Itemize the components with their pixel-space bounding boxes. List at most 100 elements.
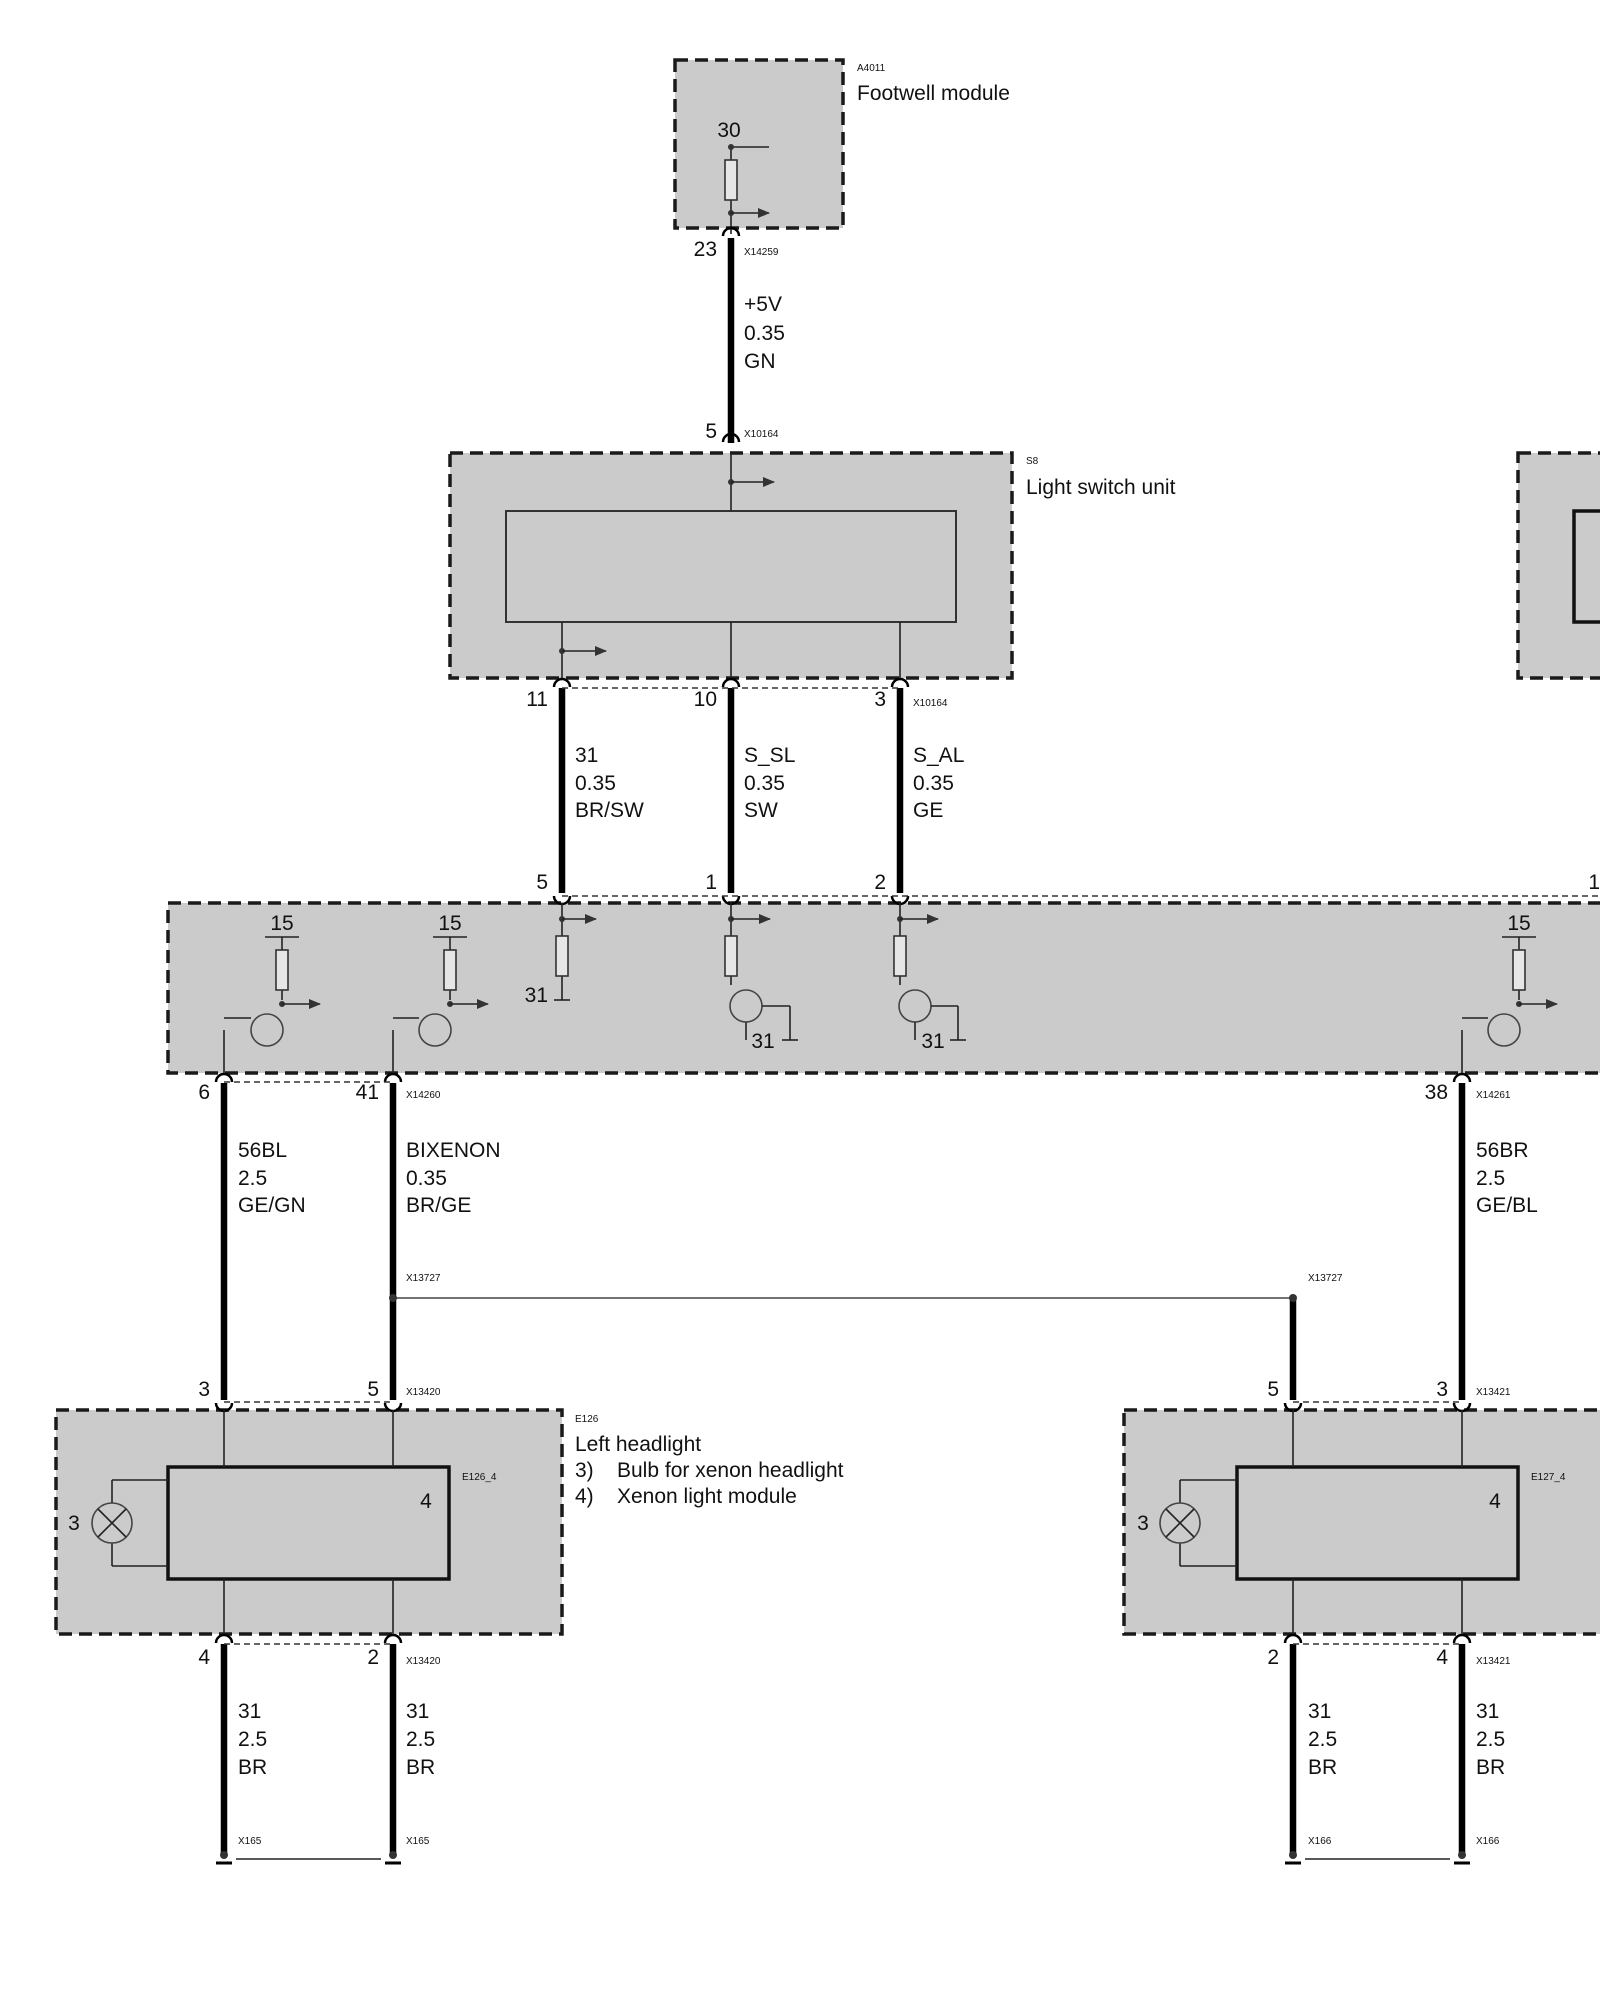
pin-lh-in-b: 5 bbox=[367, 1378, 379, 1401]
conn-lsu-in: X10164 bbox=[744, 429, 779, 440]
left-headlight-name: Left headlight bbox=[575, 1433, 701, 1456]
svg-text:2.5: 2.5 bbox=[406, 1728, 435, 1751]
svg-text:BR/GE: BR/GE bbox=[406, 1194, 471, 1217]
wire-label-s-sl: S_SL 0.35 SW bbox=[744, 744, 795, 822]
left-headlight-internal bbox=[111, 1410, 394, 1634]
conn-rh-out: X13421 bbox=[1476, 1656, 1511, 1667]
conn-splice-left: X13727 bbox=[406, 1273, 441, 1284]
conn-ctrl-left: X14260 bbox=[406, 1090, 441, 1101]
conn-gnd-left-b: X165 bbox=[406, 1836, 430, 1847]
wire-label-5v: +5V 0.35 GN bbox=[744, 293, 785, 373]
svg-text:2.5: 2.5 bbox=[1308, 1728, 1337, 1751]
pin-ctrl-in-b: 1 bbox=[705, 871, 717, 894]
wire-label-ground-2: 31 2.5 BR bbox=[406, 1700, 435, 1779]
wire-label-s-al: S_AL 0.35 GE bbox=[913, 744, 964, 822]
svg-text:2.5: 2.5 bbox=[238, 1167, 267, 1190]
svg-text:2.5: 2.5 bbox=[1476, 1167, 1505, 1190]
left-headlight-item-3-num: 3) bbox=[575, 1459, 594, 1482]
svg-text:BIXENON: BIXENON bbox=[406, 1139, 501, 1162]
wire-label-56bl: 56BL 2.5 GE/GN bbox=[238, 1139, 306, 1217]
terminal-15-c: 15 bbox=[1507, 912, 1530, 935]
pin-ctrl-out-a: 6 bbox=[198, 1081, 210, 1104]
terminal-31-c: 31 bbox=[921, 1030, 944, 1053]
svg-text:+5V: +5V bbox=[744, 293, 782, 316]
footwell-terminal: 30 bbox=[717, 119, 740, 142]
svg-text:BR/SW: BR/SW bbox=[575, 799, 644, 822]
svg-text:S_AL: S_AL bbox=[913, 744, 964, 767]
svg-text:31: 31 bbox=[575, 744, 598, 767]
pin-ctrl-in-d: 1 bbox=[1588, 871, 1600, 894]
left-headlight-item-4-text: Xenon light module bbox=[617, 1485, 797, 1508]
right-module-num: 4 bbox=[1489, 1490, 1501, 1513]
partial-unit-box-right bbox=[1516, 451, 1600, 680]
conn-gnd-right-b: X166 bbox=[1476, 1836, 1500, 1847]
svg-text:31: 31 bbox=[406, 1700, 429, 1723]
conn-lh-in: X13420 bbox=[406, 1387, 441, 1398]
pin-lsu-b: 10 bbox=[694, 688, 717, 711]
left-module-code: E126_4 bbox=[462, 1472, 497, 1483]
conn-fwm-out: X14259 bbox=[744, 247, 779, 258]
pin-lsu-in: 5 bbox=[705, 420, 717, 443]
left-bulb-icon bbox=[91, 1502, 133, 1544]
right-xenon-light-module bbox=[1235, 1465, 1520, 1581]
svg-text:BR: BR bbox=[1308, 1756, 1337, 1779]
conn-lsu-out: X10164 bbox=[913, 698, 948, 709]
footwell-name: Footwell module bbox=[857, 82, 1010, 105]
light-switch-name: Light switch unit bbox=[1026, 476, 1176, 499]
svg-text:0.35: 0.35 bbox=[744, 772, 785, 795]
pin-rh-in-a: 5 bbox=[1267, 1378, 1279, 1401]
footwell-code: A4011 bbox=[857, 63, 886, 74]
svg-text:GE/BL: GE/BL bbox=[1476, 1194, 1538, 1217]
svg-text:56BL: 56BL bbox=[238, 1139, 287, 1162]
output-driver-a bbox=[223, 936, 321, 1073]
left-bulb-num: 3 bbox=[68, 1512, 80, 1535]
right-module-code: E127_4 bbox=[1531, 1472, 1566, 1483]
pin-rh-out-b: 4 bbox=[1436, 1646, 1448, 1669]
right-bulb-num: 3 bbox=[1137, 1512, 1149, 1535]
svg-text:2.5: 2.5 bbox=[1476, 1728, 1505, 1751]
svg-text:31: 31 bbox=[238, 1700, 261, 1723]
conn-splice-right: X13727 bbox=[1308, 1273, 1343, 1284]
svg-text:BR: BR bbox=[1476, 1756, 1505, 1779]
ground-connectors bbox=[216, 1851, 1470, 1865]
svg-text:GN: GN bbox=[744, 350, 776, 373]
input-circuit-b bbox=[724, 903, 798, 1041]
footwell-module-box bbox=[673, 58, 845, 230]
pin-fwm-out: 23 bbox=[694, 238, 717, 261]
svg-text:0.35: 0.35 bbox=[575, 772, 616, 795]
pin-lh-out-a: 4 bbox=[198, 1646, 210, 1669]
pin-rh-in-b: 3 bbox=[1436, 1378, 1448, 1401]
wire-label-ground-4: 31 2.5 BR bbox=[1476, 1700, 1505, 1779]
pin-ctrl-out-b: 41 bbox=[356, 1081, 379, 1104]
terminal-15-b: 15 bbox=[438, 912, 461, 935]
svg-text:56BR: 56BR bbox=[1476, 1139, 1529, 1162]
right-headlight-box bbox=[1122, 1408, 1600, 1636]
pin-lsu-c: 3 bbox=[874, 688, 886, 711]
pin-ctrl-out-c: 38 bbox=[1425, 1081, 1448, 1104]
pin-ctrl-in-c: 2 bbox=[874, 871, 886, 894]
conn-gnd-right-a: X166 bbox=[1308, 1836, 1332, 1847]
control-module-box bbox=[166, 901, 1600, 1075]
svg-text:BR: BR bbox=[238, 1756, 267, 1779]
conn-rh-in: X13421 bbox=[1476, 1387, 1511, 1398]
input-circuit-a bbox=[554, 903, 597, 1001]
left-headlight-code: E126 bbox=[575, 1414, 599, 1425]
left-headlight-box bbox=[54, 1408, 564, 1636]
svg-text:31: 31 bbox=[1308, 1700, 1331, 1723]
terminal-31-a: 31 bbox=[525, 984, 548, 1007]
right-headlight-internal bbox=[1179, 1410, 1463, 1634]
partial-unit-inner-right bbox=[1572, 509, 1600, 624]
wire-label-bixenon: BIXENON 0.35 BR/GE bbox=[406, 1139, 501, 1217]
conn-gnd-left-a: X165 bbox=[238, 1836, 262, 1847]
wire-label-31: 31 0.35 BR/SW bbox=[575, 744, 644, 822]
footwell-resistor bbox=[724, 159, 738, 201]
output-driver-c bbox=[1461, 936, 1558, 1073]
pin-lsu-a: 11 bbox=[526, 688, 548, 711]
output-driver-b bbox=[392, 936, 489, 1073]
svg-text:GE: GE bbox=[913, 799, 943, 822]
light-switch-code: S8 bbox=[1026, 456, 1039, 467]
left-headlight-item-3-text: Bulb for xenon headlight bbox=[617, 1459, 844, 1482]
svg-text:S_SL: S_SL bbox=[744, 744, 795, 767]
terminal-15-a: 15 bbox=[270, 912, 293, 935]
